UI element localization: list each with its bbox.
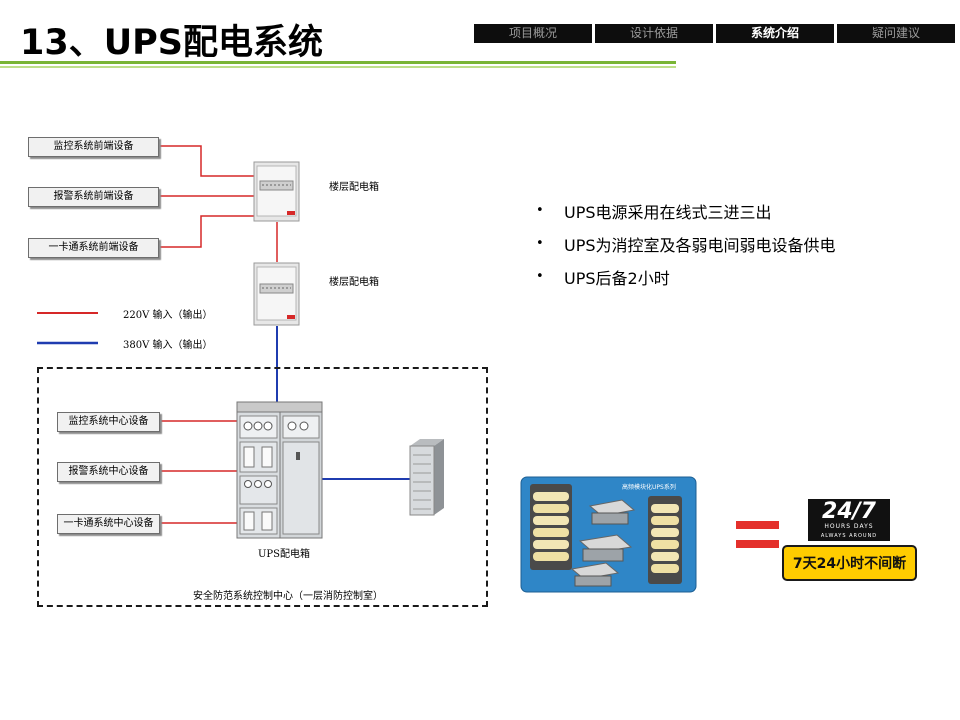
logo-hours-days-text: HOURS DAYS (824, 523, 874, 530)
floor-box-label-2: 楼层配电箱 (329, 277, 379, 288)
ups-product-image (520, 476, 697, 593)
product-image-caption: 高频模块化UPS系列 (622, 484, 676, 491)
legend-380v-label: 380V 输入（输出） (123, 340, 213, 351)
ups-box-label: UPS配电箱 (258, 549, 311, 560)
title-rule-light (0, 66, 676, 68)
front-220v-lines (159, 145, 278, 524)
bullet-dot-icon: • (536, 203, 544, 218)
bullet-text: UPS后备2小时 (564, 269, 670, 288)
line-monitor-front (159, 145, 258, 177)
line-card-front (159, 215, 258, 248)
floor-distribution-box-2 (253, 262, 300, 326)
bullet-text: UPS为消控室及各弱电间弱电设备供电 (564, 236, 836, 255)
tab-project-overview[interactable]: 项目概况 (474, 24, 592, 43)
title-rule-dark (0, 61, 676, 64)
front-monitor-device: 监控系统前端设备 (28, 137, 159, 157)
tab-system-intro[interactable]: 系统介绍 (716, 24, 834, 43)
logo-motto-text: ALWAYS AROUND (820, 533, 878, 539)
front-alarm-device: 报警系统前端设备 (28, 187, 159, 207)
control-room-boundary (37, 367, 488, 607)
floor-box-label-1: 楼层配电箱 (329, 182, 379, 193)
ups-distribution-cabinet (236, 401, 323, 539)
equals-sign (736, 521, 779, 548)
page-title: 13、UPS配电系统 (20, 23, 323, 63)
slogan-badge-bg (782, 545, 917, 581)
feature-bullets: • UPS电源采用在线式三进三出 • UPS为消控室及各弱电间弱电设备供电 • UPS… (536, 196, 836, 295)
bullet-item: • UPS为消控室及各弱电间弱电设备供电 (536, 229, 836, 262)
bullet-dot-icon: • (536, 269, 544, 284)
floor-distribution-box-1 (253, 161, 300, 222)
bullet-item: • UPS后备2小时 (536, 262, 836, 295)
tab-design-basis[interactable]: 设计依据 (595, 24, 713, 43)
front-card-device: 一卡通系统前端设备 (28, 238, 159, 258)
legend-220v-label: 220V 输入（输出） (123, 310, 213, 321)
control-room-label: 安全防范系统控制中心（一层消防控制室） (193, 591, 383, 602)
logo-24-7-text: 24/7 (822, 499, 876, 524)
bullet-text: UPS电源采用在线式三进三出 (564, 203, 772, 222)
twenty-four-seven-logo (808, 499, 890, 541)
slogan-text: 7天24小时不间断 (792, 556, 907, 572)
bullet-item: • UPS电源采用在线式三进三出 (536, 196, 836, 229)
bullet-dot-icon: • (536, 236, 544, 251)
center-card-device: 一卡通系统中心设备 (57, 514, 160, 534)
ups-tower-cabinet (409, 439, 444, 516)
tab-questions[interactable]: 疑问建议 (837, 24, 955, 43)
top-nav: 项目概况 设计依据 系统介绍 疑问建议 (474, 24, 955, 43)
blue-380v-lines (276, 326, 410, 480)
center-monitor-device: 监控系统中心设备 (57, 412, 160, 432)
center-alarm-device: 报警系统中心设备 (57, 462, 160, 482)
